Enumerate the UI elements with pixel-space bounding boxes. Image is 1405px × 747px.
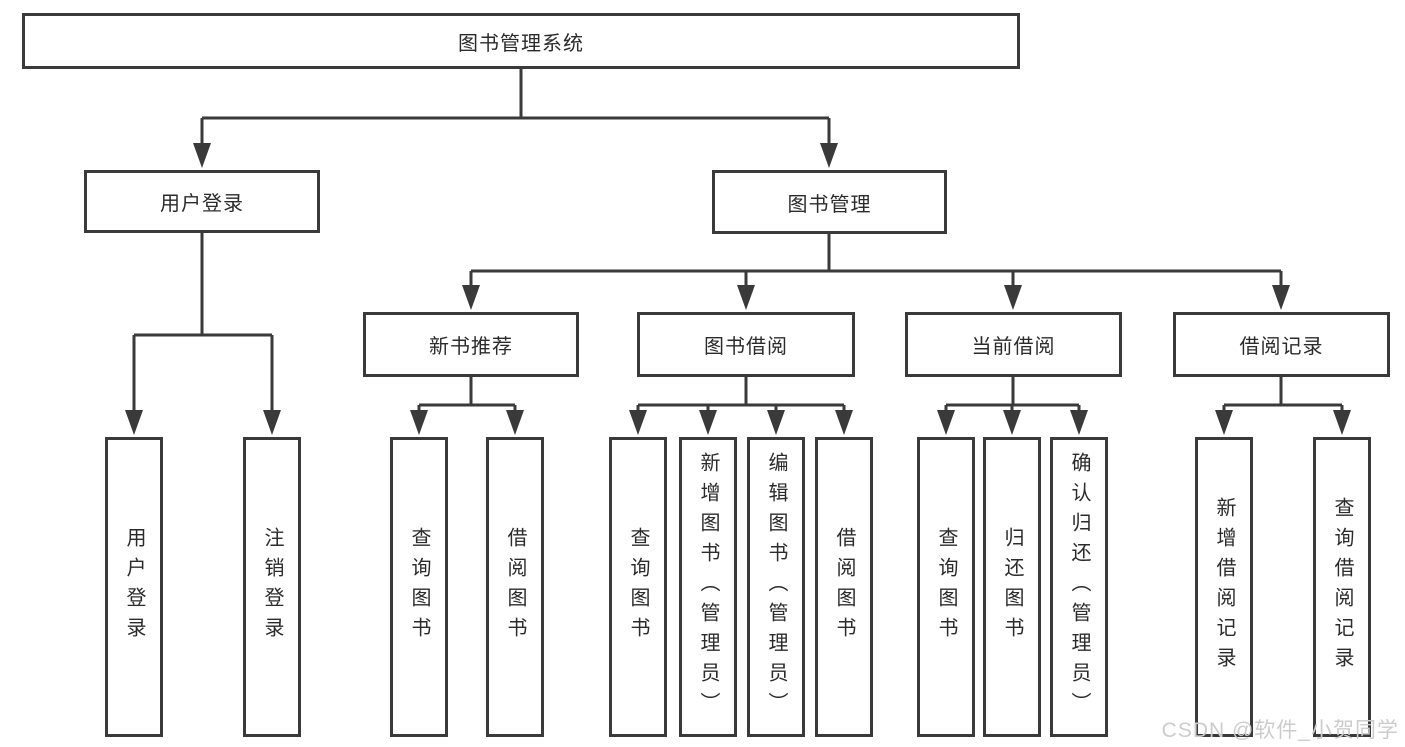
leaf-label: 新增借阅记录 xyxy=(1213,497,1235,677)
leaf-label: 借阅图书 xyxy=(833,527,855,647)
leaf-borrow-books: 借阅图书 xyxy=(815,437,873,737)
node-book-borrow: 图书借阅 xyxy=(637,312,855,377)
leaf-logout: 注销登录 xyxy=(243,437,301,737)
leaf-query-borrow-record: 查询借阅记录 xyxy=(1313,437,1371,737)
leaf-label: 新增图书（管理员） xyxy=(697,452,719,722)
node-user-login: 用户登录 xyxy=(84,170,320,233)
leaf-query-books-recommend: 查询图书 xyxy=(390,437,448,737)
leaf-label: 注销登录 xyxy=(261,527,283,647)
node-book-management: 图书管理 xyxy=(712,170,947,234)
leaf-add-books-admin: 新增图书（管理员） xyxy=(679,437,737,737)
leaf-label: 借阅图书 xyxy=(504,527,526,647)
leaf-label: 编辑图书（管理员） xyxy=(765,452,787,722)
leaf-label: 归还图书 xyxy=(1001,527,1023,647)
leaf-return-books: 归还图书 xyxy=(983,437,1041,737)
leaf-label: 查询图书 xyxy=(408,527,430,647)
leaf-query-books-current: 查询图书 xyxy=(917,437,975,737)
arrowheads xyxy=(125,143,1351,435)
leaf-confirm-return-admin: 确认归还（管理员） xyxy=(1050,437,1108,737)
leaf-query-books-borrow: 查询图书 xyxy=(609,437,667,737)
leaf-add-borrow-record: 新增借阅记录 xyxy=(1195,437,1253,737)
leaf-borrow-books-recommend: 借阅图书 xyxy=(486,437,544,737)
watermark: CSDN @软件_小贺同学 xyxy=(1161,719,1399,742)
leaf-label: 查询借阅记录 xyxy=(1331,497,1353,677)
node-root: 图书管理系统 xyxy=(22,13,1020,69)
leaf-edit-books-admin: 编辑图书（管理员） xyxy=(747,437,805,737)
leaf-label: 用户登录 xyxy=(123,527,145,647)
leaf-label: 确认归还（管理员） xyxy=(1068,452,1090,722)
node-current-borrow: 当前借阅 xyxy=(905,312,1122,377)
node-borrow-records: 借阅记录 xyxy=(1173,312,1390,377)
leaf-label: 查询图书 xyxy=(627,527,649,647)
leaf-user-login: 用户登录 xyxy=(105,437,163,737)
leaf-label: 查询图书 xyxy=(935,527,957,647)
node-new-book-recommend: 新书推荐 xyxy=(363,312,579,377)
